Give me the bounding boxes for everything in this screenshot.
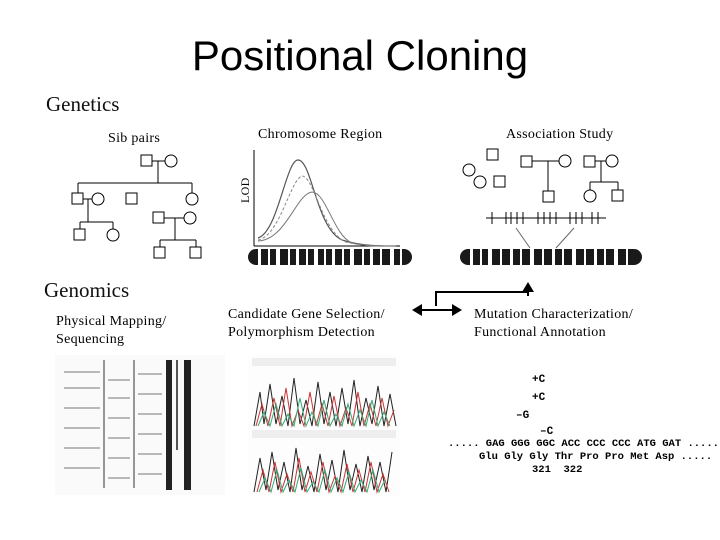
mutation-line-1: Mutation Characterization/	[474, 307, 634, 322]
arrowhead-left	[412, 304, 422, 316]
assoc-square	[611, 189, 624, 202]
chromosome-region-label: Chromosome Region	[258, 127, 383, 142]
trace-green	[257, 397, 391, 428]
mutation-sequence-panel: +C +C –G –C ..... GAG GGG GGC ACC CCC CC…	[448, 370, 719, 476]
connector-line	[435, 291, 529, 306]
chromosome-ideogram-right	[460, 249, 642, 265]
trace-black	[253, 377, 397, 427]
physical-map-figure	[55, 355, 225, 495]
lod-curve	[257, 159, 397, 247]
sib-mid-square	[125, 192, 138, 205]
protein-sequence-row: Glu Gly Gly Thr Pro Pro Met Asp .....	[479, 451, 713, 463]
sib-right-circle	[185, 192, 199, 206]
association-pedigree	[462, 148, 624, 203]
physical-mapping-line-1: Physical Mapping/	[56, 314, 167, 329]
assoc-square	[493, 175, 506, 188]
contig-bar	[166, 360, 172, 490]
chromatogram-figure	[248, 355, 400, 495]
lod-curve	[257, 191, 397, 247]
deletion-annotation: –G	[516, 410, 530, 422]
physical-mapping-line-2: Sequencing	[56, 332, 125, 347]
chromosome-body	[248, 249, 412, 265]
physical-mapping-label: Physical Mapping/ Sequencing	[56, 313, 166, 349]
assoc-circle	[605, 154, 619, 168]
lod-plot	[253, 150, 400, 247]
chromosome-ideogram-left	[248, 249, 412, 265]
mutation-line-2: Functional Annotation	[474, 325, 606, 340]
sib-pairs-label: Sib pairs	[108, 131, 161, 146]
assoc-square	[486, 148, 499, 161]
arrowhead-right	[452, 304, 462, 316]
sib-left-spouse-circle	[91, 192, 105, 206]
sib-child-circle	[106, 228, 120, 242]
mutation-characterization-label: Mutation Characterization/ Functional An…	[474, 306, 633, 342]
assoc-square	[520, 155, 533, 168]
arrowhead-up	[522, 282, 534, 292]
genomics-heading: Genomics	[44, 278, 130, 302]
sib-child-square	[73, 228, 86, 241]
trace-red	[255, 387, 395, 428]
lod-curve	[257, 175, 397, 247]
insertion-annotation: +C	[532, 374, 546, 386]
marker-ticks	[486, 212, 606, 249]
sib-lower-square	[152, 211, 165, 224]
codon-position-row: 321 322	[532, 464, 583, 476]
assoc-circle	[462, 163, 476, 177]
connector-arrows	[412, 282, 534, 316]
insertion-annotation: +C	[532, 392, 546, 404]
assoc-circle	[583, 189, 597, 203]
sib-left-square	[71, 192, 84, 205]
assoc-square	[583, 155, 596, 168]
trace-green	[258, 467, 386, 494]
trace-black	[253, 447, 393, 493]
candidate-gene-line-1: Candidate Gene Selection/	[228, 307, 385, 322]
sib-pairs-pedigree	[71, 154, 202, 259]
assoc-circle	[473, 175, 487, 189]
deletion-annotation: –C	[540, 426, 554, 438]
candidate-gene-line-2: Polymorphism Detection	[228, 325, 375, 340]
association-study-label: Association Study	[506, 127, 614, 142]
sib-mother-circle	[164, 154, 178, 168]
assoc-circle	[558, 154, 572, 168]
physical-map-background	[55, 355, 225, 495]
trace-red	[256, 457, 390, 494]
slide-title: Positional Cloning	[191, 32, 529, 79]
base-call-row	[252, 358, 396, 366]
contig-bar	[176, 360, 178, 450]
contig-bar	[184, 360, 191, 490]
assoc-square	[542, 190, 555, 203]
dna-sequence-row: ..... GAG GGG GGC ACC CCC CCC ATG GAT ..…	[448, 438, 719, 450]
sib-lower-circle	[183, 211, 197, 225]
genetics-heading: Genetics	[46, 92, 120, 116]
base-call-row	[252, 430, 396, 438]
sib-child-square	[189, 246, 202, 259]
sib-father-square	[140, 154, 153, 167]
candidate-gene-label: Candidate Gene Selection/ Polymorphism D…	[228, 306, 385, 342]
sib-child-square	[153, 246, 166, 259]
